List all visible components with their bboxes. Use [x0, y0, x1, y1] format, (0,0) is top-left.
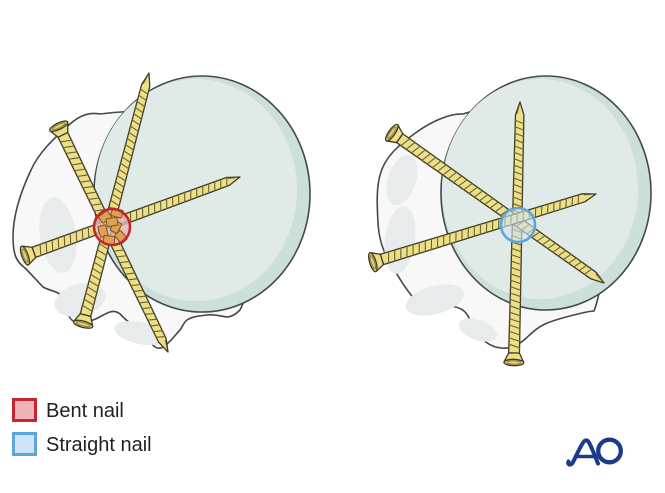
humeral-head-right-highlight [442, 79, 638, 299]
figure-straight [367, 75, 652, 367]
bone-shading [405, 284, 465, 316]
legend-item-straight: Straight nail [12, 432, 152, 456]
nail [367, 193, 597, 273]
ao-letter-o [596, 437, 623, 465]
ao-letter-a [566, 438, 600, 467]
nail [19, 176, 241, 266]
legend-item-bent: Bent nail [12, 398, 152, 422]
legend-label-straight: Straight nail [46, 433, 152, 456]
straight-nail-swatch [12, 432, 37, 456]
ao-logo [566, 437, 623, 467]
figure-bent [12, 72, 311, 353]
bent-nail-swatch [12, 398, 37, 422]
bone-shading [386, 154, 418, 206]
bone-shading [39, 197, 77, 273]
straight-zone-ring [499, 206, 537, 244]
bone-shading [458, 318, 498, 342]
illustration [12, 72, 652, 367]
legend-label-bent: Bent nail [46, 399, 124, 422]
straight-nail-zone [499, 206, 537, 244]
nail-group-right [367, 101, 605, 367]
bent-nail-zone [92, 207, 132, 247]
bent-nail-fragment [105, 216, 119, 228]
bent-zone-ring [92, 207, 132, 247]
straight-zone-fill [501, 208, 535, 242]
nail [72, 72, 151, 329]
legend: Bent nail Straight nail [12, 398, 152, 456]
